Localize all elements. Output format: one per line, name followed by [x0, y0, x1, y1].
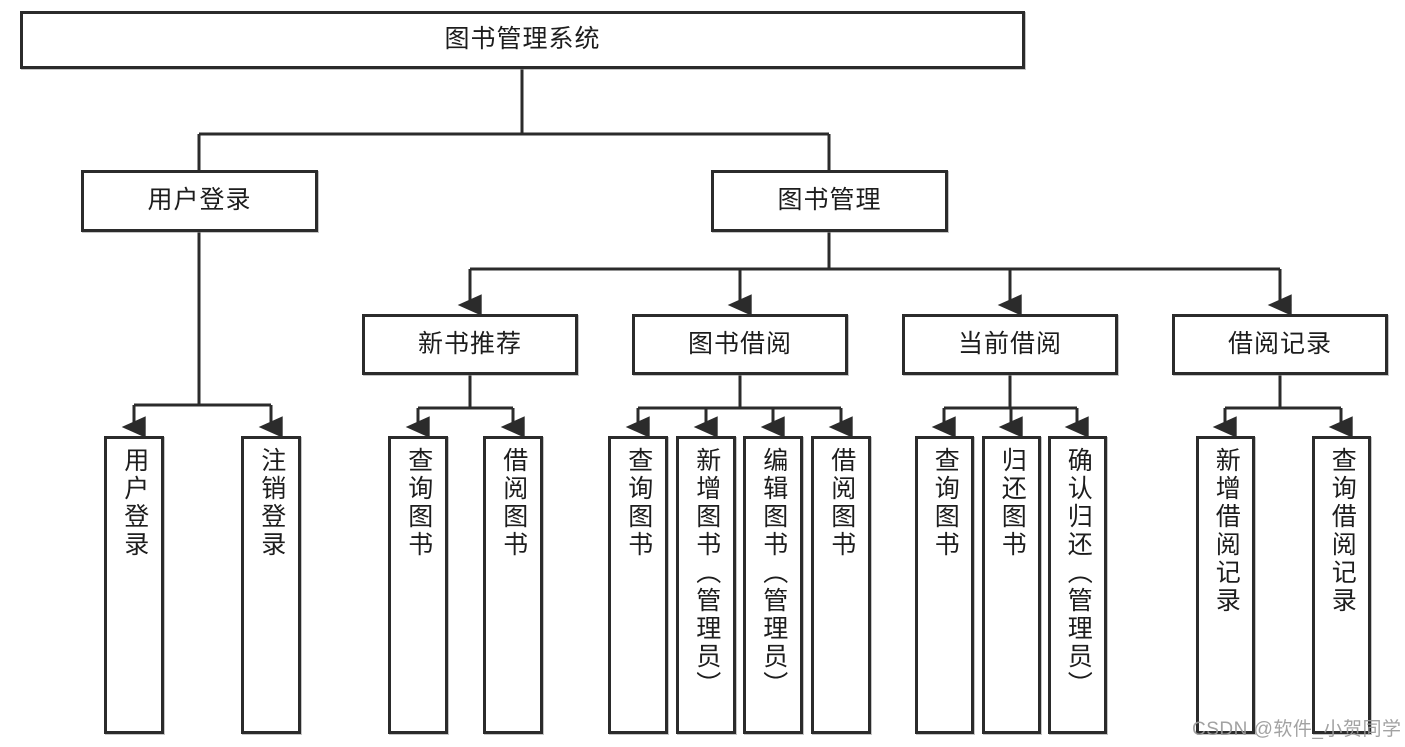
node-book-manage[interactable]: 图书管理	[711, 170, 948, 232]
node-label-leaf-query-book-1: 查询图书	[404, 447, 433, 559]
node-leaf-user-login[interactable]: 用户登录	[104, 436, 164, 734]
node-leaf-edit-book[interactable]: 编辑图书（管理员）	[743, 436, 803, 734]
node-label-leaf-user-login: 用户登录	[120, 447, 149, 559]
node-label-new-book-rec: 新书推荐	[417, 329, 522, 358]
node-label-user-login: 用户登录	[147, 186, 252, 215]
node-label-borrow-record: 借阅记录	[1227, 329, 1332, 358]
node-leaf-add-book[interactable]: 新增图书（管理员）	[676, 436, 736, 734]
node-label-leaf-borrow-book-2: 借阅图书	[827, 447, 856, 559]
node-label-book-manage: 图书管理	[777, 186, 882, 215]
node-label-leaf-borrow-book-1: 借阅图书	[499, 447, 528, 559]
node-label-leaf-add-book: 新增图书（管理员）	[692, 447, 721, 699]
node-leaf-query-book-3[interactable]: 查询图书	[915, 436, 974, 734]
node-label-leaf-query-book-2: 查询图书	[624, 447, 653, 559]
node-label-leaf-query-book-3: 查询图书	[931, 447, 960, 559]
node-current-borrow[interactable]: 当前借阅	[902, 314, 1118, 375]
node-label-leaf-return-book: 归还图书	[998, 447, 1027, 559]
node-label-leaf-add-record: 新增借阅记录	[1212, 447, 1241, 615]
node-user-login[interactable]: 用户登录	[81, 170, 318, 232]
node-label-leaf-confirm-return: 确认归还（管理员）	[1064, 447, 1093, 699]
node-leaf-query-book-1[interactable]: 查询图书	[388, 436, 448, 734]
node-label-leaf-logout: 注销登录	[257, 447, 286, 559]
node-leaf-query-book-2[interactable]: 查询图书	[608, 436, 668, 734]
node-root[interactable]: 图书管理系统	[20, 11, 1025, 69]
node-label-leaf-edit-book: 编辑图书（管理员）	[759, 447, 788, 699]
node-borrow-record[interactable]: 借阅记录	[1172, 314, 1388, 375]
node-label-book-borrow: 图书借阅	[687, 329, 792, 358]
node-leaf-add-record[interactable]: 新增借阅记录	[1196, 436, 1255, 734]
node-leaf-confirm-return[interactable]: 确认归还（管理员）	[1048, 436, 1107, 734]
node-label-current-borrow: 当前借阅	[957, 329, 1062, 358]
node-leaf-borrow-book-1[interactable]: 借阅图书	[483, 436, 543, 734]
node-leaf-return-book[interactable]: 归还图书	[982, 436, 1041, 734]
node-leaf-borrow-book-2[interactable]: 借阅图书	[811, 436, 871, 734]
edge-paths-group	[121, 69, 1353, 438]
node-label-root: 图书管理系统	[444, 25, 601, 54]
node-book-borrow[interactable]: 图书借阅	[632, 314, 848, 375]
node-leaf-query-record[interactable]: 查询借阅记录	[1312, 436, 1371, 734]
node-new-book-rec[interactable]: 新书推荐	[362, 314, 578, 375]
node-leaf-logout[interactable]: 注销登录	[241, 436, 301, 734]
node-label-leaf-query-record: 查询借阅记录	[1328, 447, 1357, 615]
